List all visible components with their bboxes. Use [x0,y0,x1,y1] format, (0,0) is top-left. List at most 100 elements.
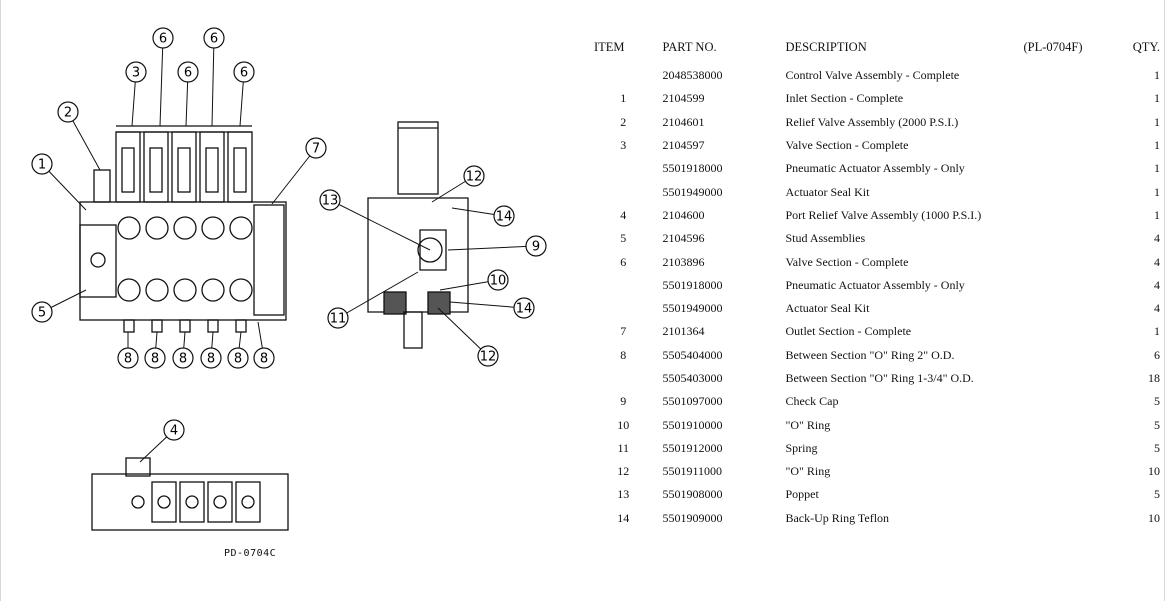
row-qty: 1 [1154,161,1160,176]
row-part-no: 2101364 [662,324,705,339]
row-ref-blank [1023,111,1130,134]
row-description: Port Relief Valve Assembly (1000 P.S.I.) [785,207,982,222]
callout-bubble: 6 [203,27,225,127]
header-reference: (PL-0704F) [1023,40,1083,54]
callout-circle [305,137,327,159]
callout-circle [200,347,222,369]
row-qty: 1 [1154,184,1160,199]
top-port [213,495,227,509]
actuator-slot [149,147,163,193]
callout-circle [203,27,225,49]
row-item: 11 [617,440,630,455]
table-row: 5501918000 Pneumatic Actuator Assembly - … [590,274,1166,297]
callout-bubble: 3 [125,61,147,127]
callout-number: 10 [490,274,507,289]
row-item: 12 [617,464,630,479]
callout-bubble: 14 [451,205,515,227]
callout-circle [117,347,139,369]
section-spool-end [403,311,423,349]
callout-number: 8 [260,352,268,367]
row-description: Actuator Seal Kit [785,184,870,199]
row-description: "O" Ring [785,464,831,479]
callout-circle [233,61,255,83]
row-qty: 1 [1154,324,1160,339]
row-qty: 5 [1154,487,1160,502]
row-qty: 1 [1154,68,1160,83]
header-part-no: PART NO. [662,40,717,54]
row-item: 10 [617,417,630,432]
callout-number: 4 [170,424,178,439]
outlet-section [253,204,285,316]
callout-bubble: 12 [437,307,499,367]
leader-line [41,163,87,211]
row-ref-blank [1023,367,1130,390]
top-section [235,481,261,523]
row-ref-blank [1023,157,1130,180]
callout-number: 8 [124,352,132,367]
callout-circle [327,307,349,329]
row-ref-blank [1023,344,1130,367]
callout-bubble: 14 [449,297,535,319]
valve-body [79,201,287,321]
parts-list-table: ITEM PART NO. DESCRIPTION (PL-0704F) QTY… [590,40,1166,530]
callout-circle [227,347,249,369]
port-circle [145,216,169,240]
leader-line [67,111,101,171]
leader-line [337,271,419,319]
callout-number: 13 [322,194,339,209]
spool-end [151,319,163,333]
row-item: 4 [620,207,627,222]
row-qty: 4 [1154,301,1160,316]
callout-number: 9 [532,240,540,255]
row-item: 6 [620,254,627,269]
callout-circle [57,101,79,123]
row-ref-blank [1023,320,1130,343]
callout-bubble: 9 [447,235,547,257]
row-qty: 1 [1154,91,1160,106]
section-body [367,197,469,313]
callout-bubble: 11 [327,271,419,329]
top-body [91,473,289,531]
front-view [79,125,287,333]
callout-bubble: 8 [144,331,166,369]
callout-bubble: 8 [200,331,222,369]
callout-circle [177,61,199,83]
row-description: Stud Assemblies [785,231,866,246]
row-ref-blank [1023,483,1130,506]
callout-circle [493,205,515,227]
callout-number: 1 [38,158,46,173]
actuator-slot [233,147,247,193]
callout-bubble: 6 [177,61,199,127]
top-port [131,495,145,509]
callout-bubble: 10 [439,269,509,291]
row-qty: 4 [1154,277,1160,292]
row-part-no: 5501918000 [662,277,723,292]
row-part-no: 5505403000 [662,371,723,385]
row-qty: 1 [1154,138,1160,153]
callout-number: 8 [207,352,215,367]
row-ref-blank [1023,507,1130,530]
row-item: 7 [620,324,627,339]
row-qty: 6 [1154,347,1160,362]
spool-end [207,319,219,333]
drawing-code: PD-0704C [224,548,277,559]
row-qty: 5 [1154,417,1160,432]
row-description: Relief Valve Assembly (2000 P.S.I.) [785,114,959,129]
port-circle [229,278,253,302]
callout-number: 8 [151,352,159,367]
row-description: Valve Section - Complete [785,254,909,269]
row-description: Pneumatic Actuator Assembly - Only [785,277,965,292]
actuator-slot [121,147,135,193]
row-qty: 4 [1154,231,1160,246]
callout-circle [152,27,174,49]
inlet-section [79,224,117,298]
row-description: "O" Ring [785,417,831,432]
